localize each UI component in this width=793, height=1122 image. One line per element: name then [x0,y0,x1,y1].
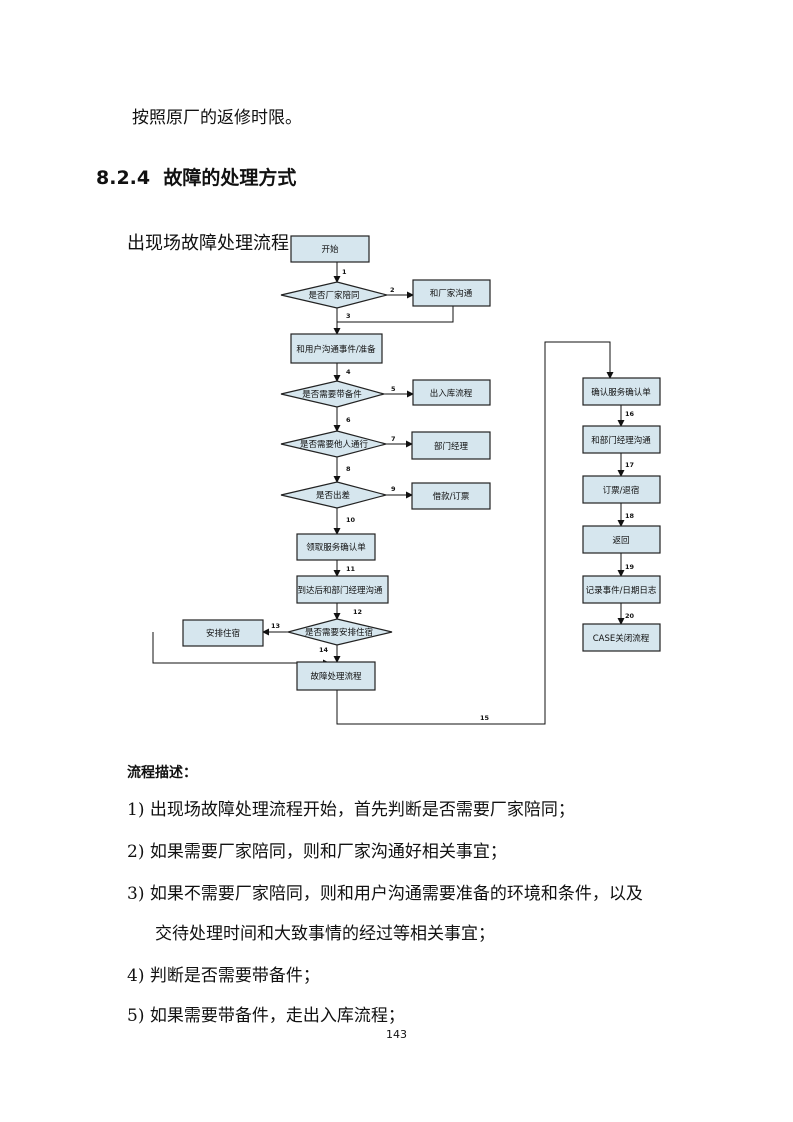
node-label: 出入库流程 [430,388,473,399]
section-title: 故障的处理方式 [163,167,297,189]
step-label: 13 [271,622,280,630]
intro-line: 按照原厂的返修时限。 [132,108,302,128]
node-label: 到达后和部门经理沟通 [297,585,383,596]
node-label: 是否需要安排住宿 [305,627,373,638]
node-user-comm: 和用户沟通事件/准备 [290,333,383,364]
item-number: 2) [127,842,145,862]
node-lodging: 安排住宿 [182,619,264,647]
node-label: CASE关闭流程 [593,633,650,644]
item-text: 出现场故障处理流程开始，首先判断是否需要厂家陪同； [149,800,575,820]
step-labels: 1 2 3 4 5 6 7 8 9 10 11 12 13 14 15 16 1… [271,268,635,722]
step-label: 17 [625,461,634,469]
item-number: 4) [127,966,145,986]
step-label: 8 [346,465,351,473]
item-number: 1) [127,800,145,820]
node-label: 领取服务确认单 [306,542,366,553]
step-label: 11 [346,565,356,573]
description-item-5: 5) 如果需要带备件，走出入库流程； [127,1001,405,1026]
decision-lodging: 是否需要安排住宿 [285,618,393,646]
section-number: 8.2.4 [96,167,151,189]
item-text: 如果不需要厂家陪同，则和用户沟通需要准备的环境和条件，以及 [149,884,643,904]
step-label: 19 [625,563,635,571]
node-get-form: 领取服务确认单 [296,533,376,561]
node-close: CASE关闭流程 [582,623,661,652]
node-label: 是否厂家陪同 [308,290,359,301]
flowchart-title: 出现场故障处理流程 [127,233,289,254]
item-number: 5) [127,1006,145,1026]
step-label: 20 [625,612,635,620]
step-label: 10 [346,516,356,524]
step-label: 2 [390,286,395,294]
step-label: 5 [391,385,396,393]
step-label: 9 [391,485,396,493]
step-label: 16 [625,410,635,418]
node-dept-mgr: 部门经理 [411,431,491,460]
node-ticket: 订票/退宿 [582,475,661,504]
node-label: 安排住宿 [206,628,240,639]
node-label: 是否需要带备件 [302,389,362,400]
decision-trip: 是否出差 [280,481,389,509]
item-text: 判断是否需要带备件； [149,966,320,986]
node-label: 故障处理流程 [310,671,362,682]
description-item-3: 3) 如果不需要厂家陪同，则和用户沟通需要准备的环境和条件，以及 [127,879,643,904]
step-label: 15 [480,714,490,722]
node-label: 和厂家沟通 [430,288,473,299]
item-number: 3) [127,884,145,904]
flowchart: 1 2 3 4 5 6 7 8 9 10 11 12 13 14 15 16 1… [152,235,661,725]
step-label: 7 [391,435,396,443]
description-item-4: 4) 判断是否需要带备件； [127,961,320,986]
node-mgr-comm: 和部门经理沟通 [582,425,661,454]
description-item-1: 1) 出现场故障处理流程开始，首先判断是否需要厂家陪同； [127,795,575,820]
item-text: 如果需要带备件，走出入库流程； [149,1006,405,1026]
node-label: 订票/退宿 [603,485,640,496]
node-label: 开始 [321,244,339,255]
step-label: 4 [346,368,351,376]
section-heading: 8.2.4 故障的处理方式 [96,163,296,190]
node-process: 故障处理流程 [296,661,376,691]
node-label: 借款/订票 [433,491,470,502]
node-arrive: 到达后和部门经理沟通 [296,575,389,604]
node-label: 和部门经理沟通 [591,435,651,446]
description-item-2: 2) 如果需要厂家陪同，则和厂家沟通好相关事宜； [127,837,507,862]
step-label: 6 [346,416,351,424]
decision-oem: 是否厂家陪同 [280,281,390,309]
step-label: 3 [346,312,351,320]
node-log: 记录事件/日期日志 [582,575,661,604]
node-start: 开始 [290,235,370,263]
step-label: 1 [342,268,347,276]
page-number: 143 [386,1028,407,1041]
node-return: 返回 [582,525,661,554]
description-item-3-continued: 交待处理时间和大致事情的经过等相关事宜； [155,924,495,944]
node-confirm-form: 确认服务确认单 [582,377,661,406]
decision-others: 是否需要他人通行 [280,430,389,458]
step-label: 12 [353,608,362,616]
item-text: 如果需要厂家陪同，则和厂家沟通好相关事宜； [149,842,507,862]
node-label: 记录事件/日期日志 [586,585,657,596]
node-label: 返回 [612,535,629,546]
step-label: 18 [625,512,635,520]
node-label: 和用户沟通事件/准备 [296,344,376,355]
step-label: 14 [319,646,329,654]
node-label: 是否出差 [316,490,350,501]
description-label: 流程描述： [127,765,197,781]
node-label: 部门经理 [434,441,469,452]
decision-parts: 是否需要带备件 [280,380,387,408]
node-oem-comm: 和厂家沟通 [412,279,491,307]
node-label: 确认服务确认单 [591,387,651,398]
node-warehouse: 出入库流程 [412,379,491,406]
flowchart-edges [152,262,625,725]
node-label: 是否需要他人通行 [300,439,369,450]
node-loan: 借款/订票 [411,482,491,510]
